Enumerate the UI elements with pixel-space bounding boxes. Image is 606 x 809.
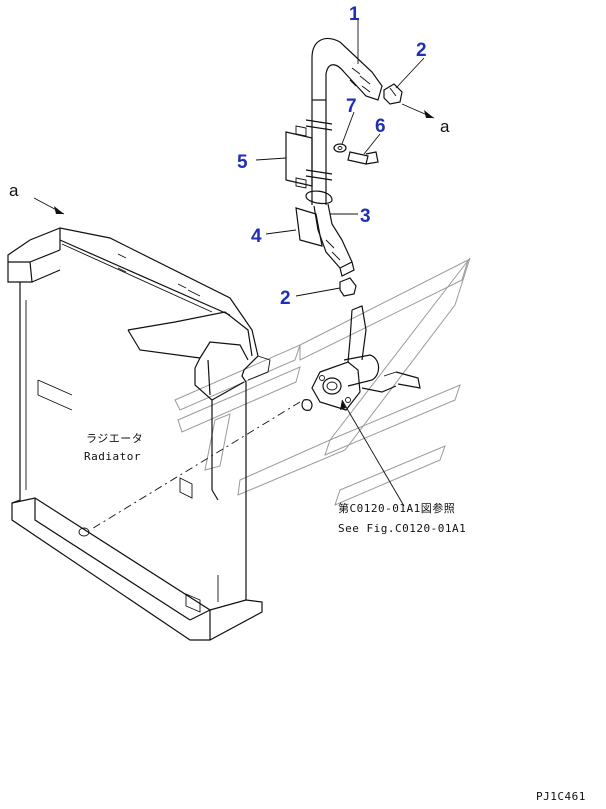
callout-part-1: 1 bbox=[349, 4, 360, 25]
connection-end-marker bbox=[78, 527, 90, 537]
view-mark-left: a bbox=[9, 181, 19, 200]
watermark-logo bbox=[174, 257, 471, 506]
pipe-assembly bbox=[305, 100, 333, 205]
washer-part-7 bbox=[333, 143, 347, 153]
callout-part-5: 5 bbox=[237, 152, 248, 173]
view-arrow-left bbox=[33, 197, 65, 215]
outlet-pipe-assembly bbox=[301, 305, 421, 411]
radiator-label-jp: ラジエータ bbox=[86, 432, 143, 445]
radiator-label-en: Radiator bbox=[84, 450, 141, 463]
bolt-part-6 bbox=[347, 151, 379, 165]
figure-code: PJ1C461 bbox=[536, 790, 586, 803]
reference-label-en: See Fig.C0120-01A1 bbox=[338, 522, 466, 535]
callout-part-3: 3 bbox=[360, 206, 371, 227]
callout-part-7: 7 bbox=[346, 96, 357, 117]
hose-part-1 bbox=[311, 37, 383, 101]
view-arrow-right bbox=[401, 103, 435, 119]
view-mark-right: a bbox=[440, 117, 450, 136]
connection-dashed-line bbox=[89, 401, 301, 531]
leader-lines bbox=[255, 20, 425, 507]
callout-part-2-top: 2 bbox=[416, 40, 427, 61]
elbow-hose-part-3 bbox=[313, 203, 355, 277]
fitting-part-2-top bbox=[383, 83, 403, 105]
bracket-part-5 bbox=[285, 125, 313, 189]
callout-part-2-lower: 2 bbox=[280, 288, 291, 309]
radiator bbox=[7, 227, 271, 641]
clamp-plate-part-4 bbox=[295, 207, 323, 247]
reference-label-jp: 第C0120-01A1図参照 bbox=[338, 501, 455, 515]
callout-part-4: 4 bbox=[251, 226, 262, 247]
callout-part-6: 6 bbox=[375, 116, 386, 137]
fitting-part-2-lower bbox=[339, 277, 357, 297]
